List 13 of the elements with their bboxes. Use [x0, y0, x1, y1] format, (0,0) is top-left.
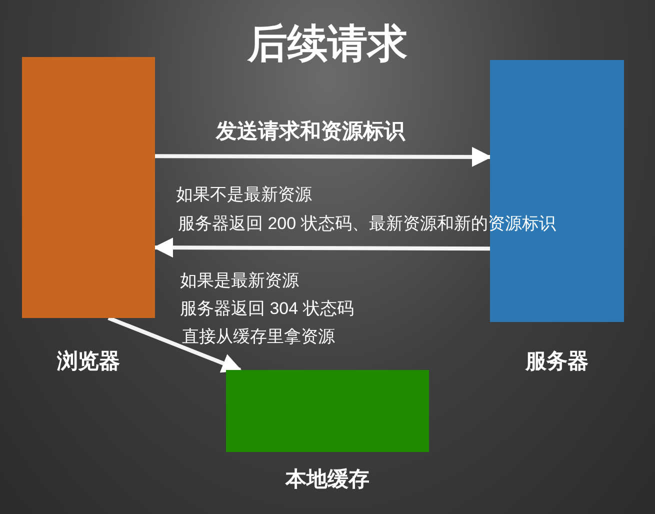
note-text: 服务器返回 200 状态码、最新资源和新的资源标识 — [178, 213, 556, 235]
node-label: 浏览器 — [57, 349, 120, 375]
arrow — [155, 146, 492, 167]
note-text: 如果不是最新资源 — [176, 184, 312, 206]
arrow — [108, 316, 242, 373]
node-label: 服务器 — [526, 349, 588, 375]
note-text: 如果是最新资源 — [180, 270, 299, 292]
node-label: 本地缓存 — [286, 467, 370, 493]
note-text: 服务器返回 304 状态码 — [180, 298, 354, 320]
title: 后续请求 — [246, 21, 408, 68]
note-text: 直接从缓存里拿资源 — [182, 326, 335, 348]
arrow — [153, 238, 490, 258]
edge-label: 发送请求和资源标识 — [216, 119, 405, 145]
